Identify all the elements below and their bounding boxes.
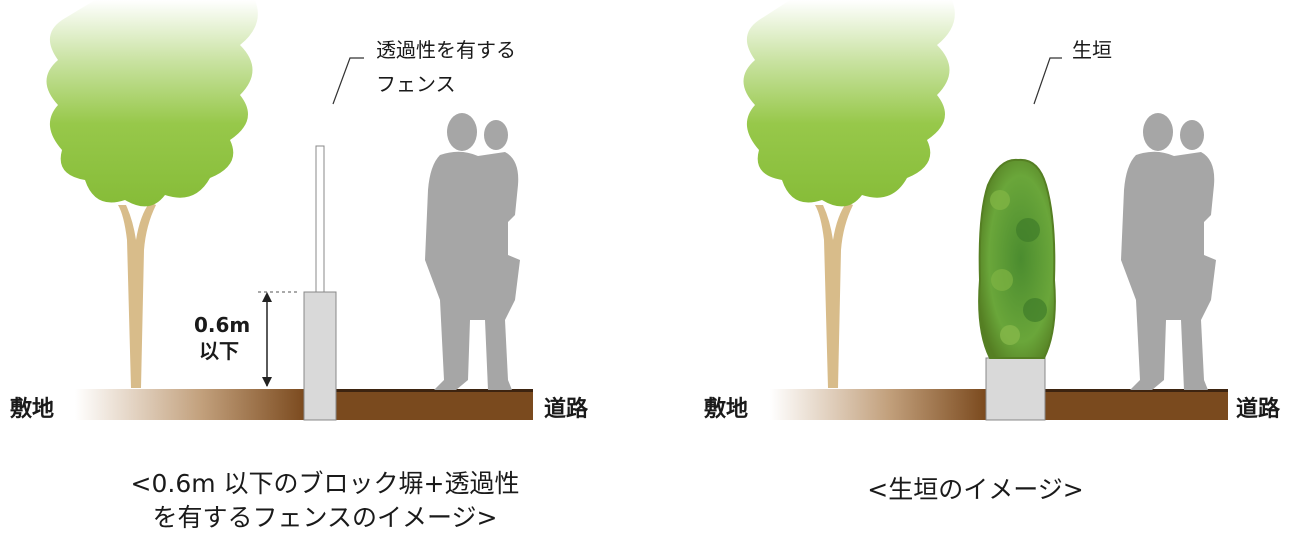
site-ground (75, 389, 305, 420)
fence-post (315, 145, 325, 293)
road-label: 道路 (1236, 397, 1281, 422)
fence-callout-label-line1: 透過性を有する (376, 38, 516, 62)
fence-caption-line2: を有するフェンスのイメージ> (152, 503, 498, 532)
height-limit-label: 0.6m 以下 (194, 312, 251, 364)
site-label: 敷地 (704, 397, 749, 422)
person-silhouette (1121, 113, 1216, 390)
road-surface (335, 391, 533, 420)
callout-leader (332, 57, 364, 105)
tree (743, 0, 955, 388)
fence-diagram-panel: 透過性を有する フェンス 0.6m 以下 敷地 道路 <0.6m 以下のブロック… (0, 0, 650, 537)
road-label: 道路 (544, 397, 589, 422)
height-suffix: 以下 (199, 339, 239, 363)
hedge-callout-label: 生垣 (1072, 38, 1112, 62)
hedge (978, 158, 1056, 359)
hedge-illustration (743, 0, 1228, 421)
height-value: 0.6m (194, 313, 251, 337)
callout-leader (1033, 57, 1062, 105)
hedge-caption: <生垣のイメージ> (867, 475, 1084, 504)
road-surface (1045, 391, 1228, 420)
planter-box (985, 357, 1046, 421)
tree (46, 0, 258, 388)
person-silhouette (425, 113, 520, 390)
block-wall (303, 291, 337, 421)
fence-illustration (46, 0, 533, 421)
fence-caption-line1: <0.6m 以下のブロック塀+透過性 (130, 469, 520, 498)
fence-callout-label-line2: フェンス (376, 72, 456, 96)
site-ground (770, 389, 986, 420)
site-label: 敷地 (10, 397, 55, 422)
hedge-diagram-panel: 生垣 敷地 道路 <生垣のイメージ> (650, 0, 1301, 537)
